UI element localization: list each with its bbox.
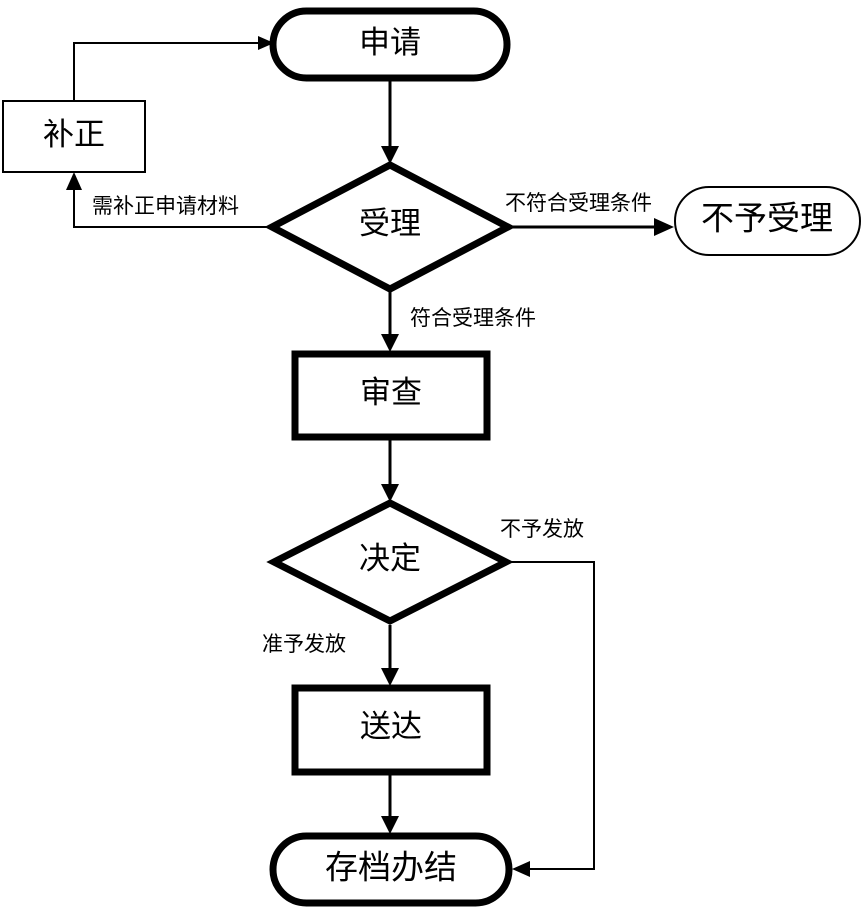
node-decide[interactable]: 决定 [266,499,514,625]
edge-accept-to-reject-arrowhead [654,218,674,236]
node-deliver-label: 送达 [360,709,422,744]
edge-label-not-meet-conditions: 不符合受理条件 [505,191,652,215]
node-apply-label: 申请 [359,25,421,60]
node-reject[interactable]: 不予受理 [674,186,861,256]
edge-deliver-to-archive-arrowhead [381,816,399,834]
edge-accept-to-review-arrowhead [381,334,399,352]
node-reject-shape[interactable] [674,186,861,256]
edge-correct-to-apply-line [73,42,262,100]
edge-apply-to-accept-arrowhead [381,146,399,164]
edge-accept-to-correct-line [73,186,271,228]
edge-correct-to-apply [73,36,274,100]
node-apply[interactable]: 申请 [269,7,511,82]
edge-apply-to-accept [381,80,399,164]
node-correct-label: 补正 [43,117,105,152]
node-accept[interactable]: 受理 [264,161,516,293]
edge-decide-to-deliver: 准予发放 [262,625,399,686]
edge-accept-to-correct-arrowhead [66,172,82,190]
edge-review-to-decide-arrowhead [381,484,399,502]
edge-decide-to-deliver-arrowhead [381,668,399,686]
edge-review-to-decide [381,440,399,502]
edge-label-deny-issue: 不予发放 [500,517,584,541]
node-review[interactable]: 审查 [291,350,491,441]
edge-label-need-correction: 需补正申请材料 [92,194,239,218]
node-accept-shape[interactable] [264,161,516,293]
edge-decide-to-archive-line [510,561,595,870]
node-review-shape[interactable] [291,350,491,441]
node-correct-shape[interactable] [2,100,146,173]
node-archive[interactable]: 存档办结 [269,832,513,907]
node-apply-shape[interactable] [269,7,511,82]
node-reject-label: 不予受理 [701,201,833,238]
edge-accept-to-correct: 需补正申请材料 [66,172,271,228]
node-archive-shape[interactable] [269,832,513,907]
node-decide-shape[interactable] [266,499,514,625]
edge-correct-to-apply-arrowhead [258,36,274,50]
node-deliver[interactable]: 送达 [291,684,491,776]
node-review-label: 审查 [360,375,422,410]
node-archive-label: 存档办结 [325,850,457,887]
node-decide-label: 决定 [359,541,421,576]
edge-label-grant-issue: 准予发放 [262,632,346,656]
edge-decide-to-archive-arrowhead [512,861,530,877]
node-deliver-shape[interactable] [291,684,491,776]
edge-accept-to-review: 符合受理条件 [381,290,536,352]
edge-label-meet-conditions: 符合受理条件 [410,306,536,330]
node-accept-label: 受理 [359,206,421,241]
edge-decide-to-archive: 不予发放 [500,517,595,877]
edge-deliver-to-archive [381,775,399,834]
node-correct[interactable]: 补正 [2,100,146,173]
edge-accept-to-reject: 不符合受理条件 [505,191,674,236]
